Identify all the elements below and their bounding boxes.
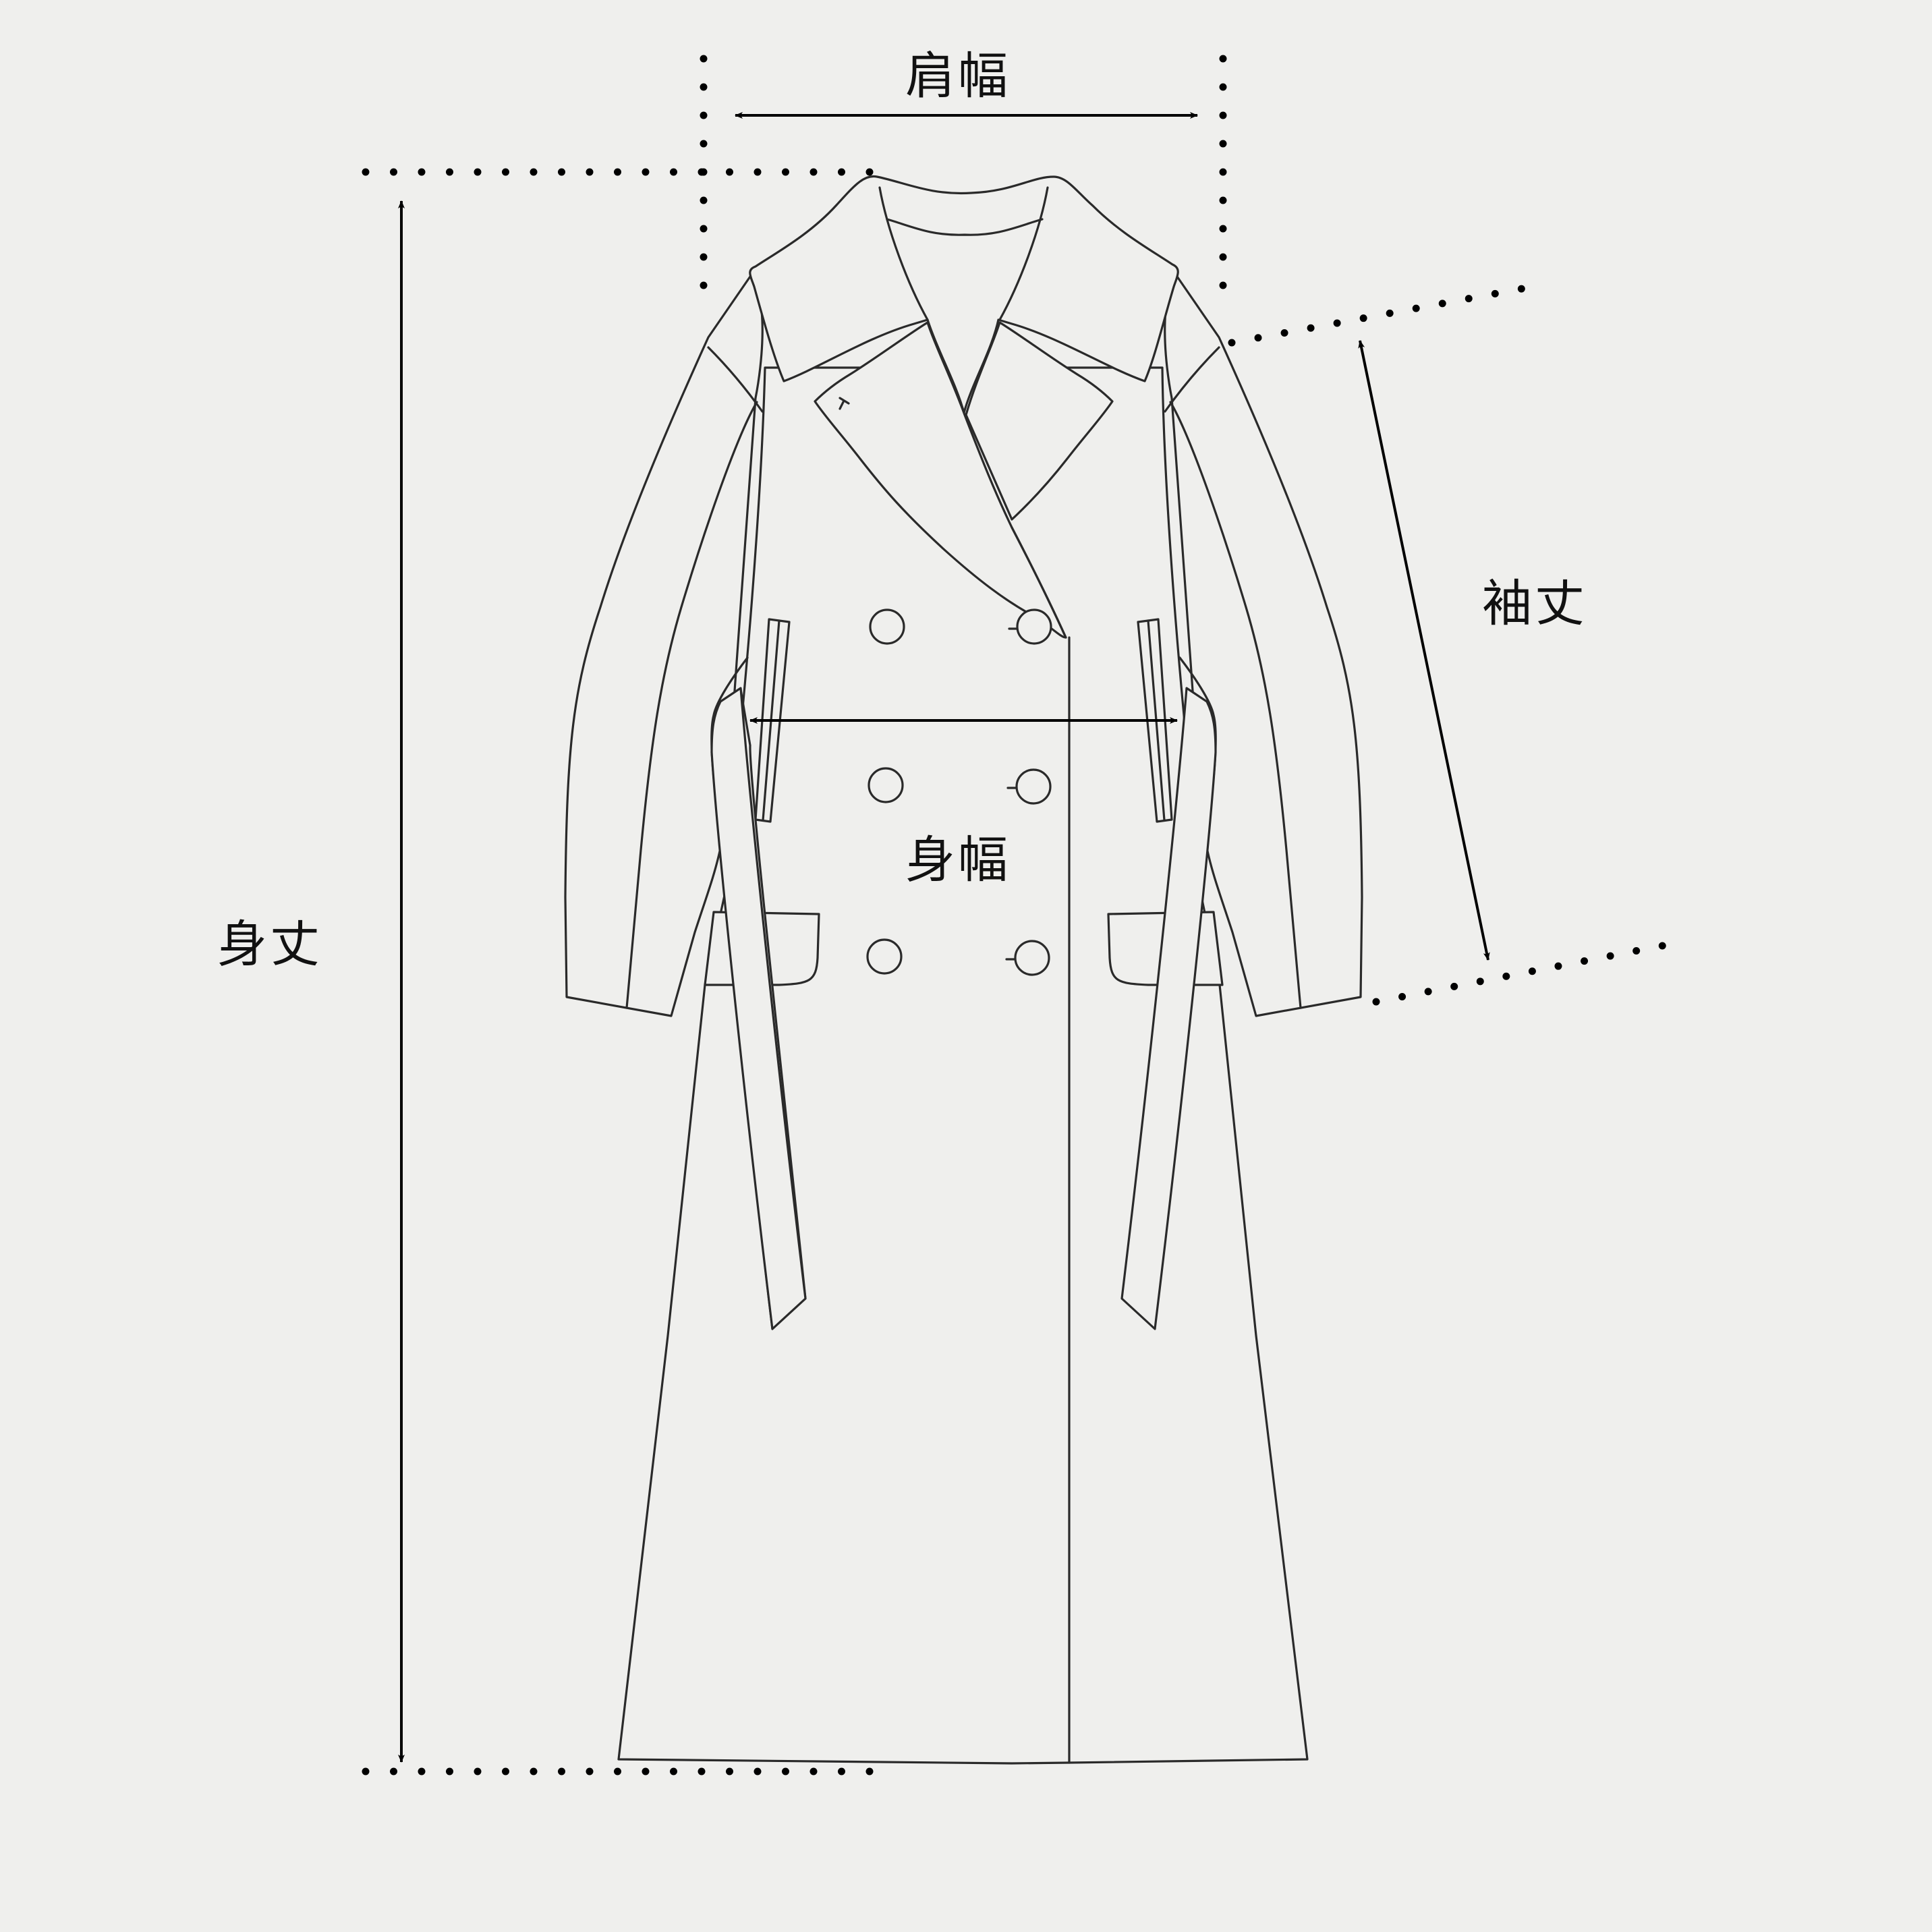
dimension-arrows xyxy=(398,112,1490,1763)
guide-lines xyxy=(362,55,1690,1775)
collar xyxy=(749,175,1179,414)
left-sleeve xyxy=(564,275,764,1017)
coat-illustration xyxy=(564,175,1363,1765)
button xyxy=(866,938,903,975)
button xyxy=(1014,940,1050,976)
body-width-label: 身幅 xyxy=(905,831,1011,889)
length-label: 身丈 xyxy=(217,915,322,973)
sleeve-label: 袖丈 xyxy=(1482,575,1587,633)
guide-sleeve-bottom xyxy=(1372,937,1690,1006)
button xyxy=(1015,768,1052,805)
right-lapel xyxy=(965,321,1114,521)
left-lapel xyxy=(814,321,1067,639)
shoulder-label: 肩幅 xyxy=(905,47,1011,105)
guide-sleeve-top xyxy=(1228,281,1547,347)
button xyxy=(1016,608,1052,645)
buttons xyxy=(866,608,1052,976)
sleeve-arrow xyxy=(1358,340,1490,961)
right-belt-strap xyxy=(1120,687,1217,1330)
button xyxy=(869,608,905,645)
button xyxy=(868,767,904,803)
